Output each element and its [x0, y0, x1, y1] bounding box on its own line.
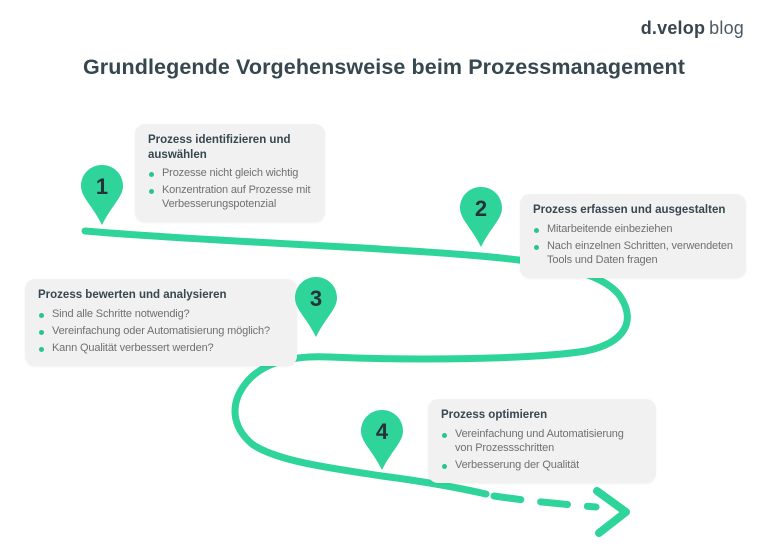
bullet-text: Sind alle Schritte notwendig? — [52, 307, 190, 320]
step-title: Prozess optimieren — [441, 409, 548, 421]
bullet-dot-icon — [442, 463, 447, 469]
arrow-icon — [593, 487, 630, 537]
bullet-item: Vereinfachung oder Automatisierung mögli… — [38, 325, 284, 339]
route-dashed-path — [490, 492, 600, 511]
pin-number: 3 — [310, 286, 322, 311]
step-card-4: Prozess optimieren Vereinfachung und Aut… — [428, 399, 656, 483]
bullet-dot-icon — [149, 172, 154, 178]
step-bullets: Vereinfachung und Automatisierung von Pr… — [441, 428, 643, 473]
step-pin-1: 1 — [81, 165, 123, 225]
map-pin-icon — [460, 187, 502, 247]
bullet-dot-icon — [442, 432, 447, 438]
bullet-dot-icon — [534, 227, 539, 233]
step-card-3: Prozess bewerten und analysieren Sind al… — [25, 279, 297, 366]
bullet-text: Prozesse nicht gleich wichtig — [162, 167, 299, 180]
pin-number: 2 — [475, 196, 487, 221]
bullet-item: Konzentration auf Prozesse mit Verbesser… — [148, 184, 312, 212]
brand-logo-name: d.velop — [640, 18, 706, 38]
bullet-dot-icon — [39, 312, 44, 318]
step-bullets: Mitarbeitende einbeziehen Nach einzelnen… — [533, 223, 733, 268]
step-bullets: Prozesse nicht gleich wichtig Konzentrat… — [148, 167, 312, 212]
step-card-1: Prozess identifizieren und auswählen Pro… — [135, 124, 325, 223]
bullet-text: Verbesserung der Qualität — [455, 458, 580, 471]
bullet-text: Kann Qualität verbessert werden? — [52, 341, 214, 354]
pin-number: 1 — [96, 174, 108, 199]
step-pin-3: 3 — [295, 277, 337, 337]
bullet-dot-icon — [39, 346, 44, 352]
bullet-text: Vereinfachung und Automatisierung von Pr… — [455, 427, 624, 454]
bullet-dot-icon — [534, 244, 539, 250]
map-pin-icon — [81, 165, 123, 225]
pin-number: 4 — [376, 419, 389, 444]
bullet-text: Vereinfachung oder Automatisierung mögli… — [52, 324, 270, 337]
bullet-text: Konzentration auf Prozesse mit Verbesser… — [162, 184, 311, 211]
bullet-item: Verbesserung der Qualität — [441, 459, 643, 473]
step-title: Prozess erfassen und ausgestalten — [533, 204, 726, 216]
step-title: Prozess bewerten und analysieren — [38, 289, 227, 301]
step-pin-2: 2 — [460, 187, 502, 247]
step-title: Prozess identifizieren und auswählen — [148, 134, 291, 161]
step-pin-4: 4 — [361, 410, 403, 470]
brand-logo-suffix: blog — [709, 18, 744, 38]
bullet-dot-icon — [149, 189, 154, 195]
bullet-text: Nach einzelnen Schritten, verwendeten To… — [547, 239, 733, 266]
bullet-text: Mitarbeitende einbeziehen — [547, 222, 673, 235]
bullet-item: Nach einzelnen Schritten, verwendeten To… — [533, 240, 733, 268]
bullet-item: Sind alle Schritte notwendig? — [38, 308, 284, 322]
route-path — [81, 227, 631, 498]
bullet-item: Vereinfachung und Automatisierung von Pr… — [441, 428, 643, 456]
map-pin-icon — [361, 410, 403, 470]
bullet-item: Mitarbeitende einbeziehen — [533, 223, 733, 237]
step-bullets: Sind alle Schritte notwendig? Vereinfach… — [38, 308, 284, 356]
bullet-dot-icon — [39, 329, 44, 335]
bullet-item: Prozesse nicht gleich wichtig — [148, 167, 312, 181]
bullet-item: Kann Qualität verbessert werden? — [38, 342, 284, 356]
map-pin-icon — [295, 277, 337, 337]
step-card-2: Prozess erfassen und ausgestalten Mitarb… — [520, 194, 746, 278]
page-title: Grundlegende Vorgehensweise beim Prozess… — [82, 55, 685, 79]
